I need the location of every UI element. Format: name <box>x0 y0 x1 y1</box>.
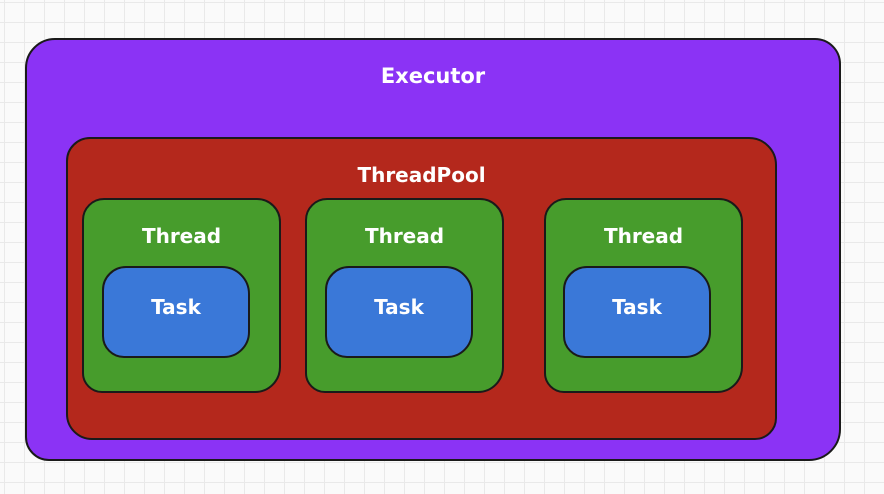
thread-label: Thread <box>364 224 445 248</box>
task-box: Task <box>325 266 473 358</box>
thread-label: Thread <box>603 224 684 248</box>
executor-label: Executor <box>380 64 486 88</box>
task-box: Task <box>563 266 711 358</box>
task-label: Task <box>374 295 424 319</box>
task-label: Task <box>612 295 662 319</box>
threadpool-label: ThreadPool <box>357 163 486 187</box>
thread-label: Thread <box>141 224 222 248</box>
task-label: Task <box>151 295 201 319</box>
task-box: Task <box>102 266 250 358</box>
